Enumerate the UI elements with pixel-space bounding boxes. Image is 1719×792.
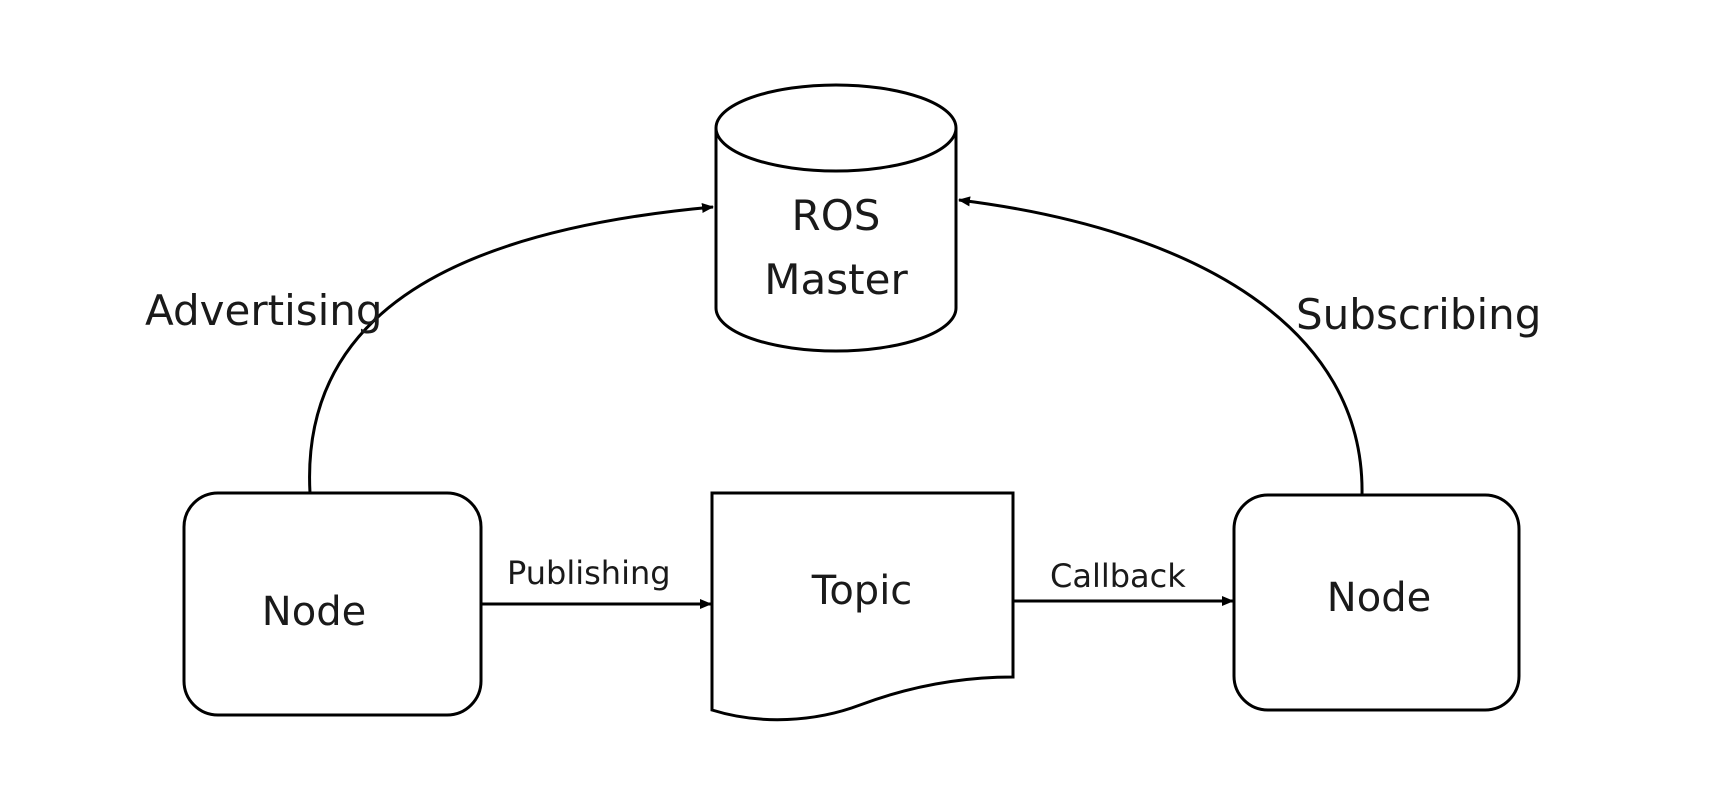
advertising-arrow [308,203,714,494]
subscriber-node-box [1232,493,1521,712]
topic-label: Topic [811,568,913,614]
topic-node: Topic [710,491,1015,722]
subscribing-label: Subscribing [1296,290,1541,339]
subscribing-arrow [958,196,1364,496]
publisher-node: Node [182,491,483,717]
ros-master-cylinder-top [714,83,958,173]
ros-master-cylinder-icon [714,128,958,353]
ros-master-label-line1: ROS [792,191,881,240]
subscriber-node-label: Node [1327,575,1431,621]
advertising-label: Advertising [145,286,383,335]
publishing-label: Publishing [507,554,671,592]
subscriber-node: Node [1232,493,1521,712]
ros-master-node: ROS Master [714,83,958,353]
callback-label: Callback [1050,557,1186,595]
topic-document-icon [710,491,1015,722]
ros-master-label-line2: Master [764,255,908,304]
publisher-node-label: Node [262,589,366,635]
